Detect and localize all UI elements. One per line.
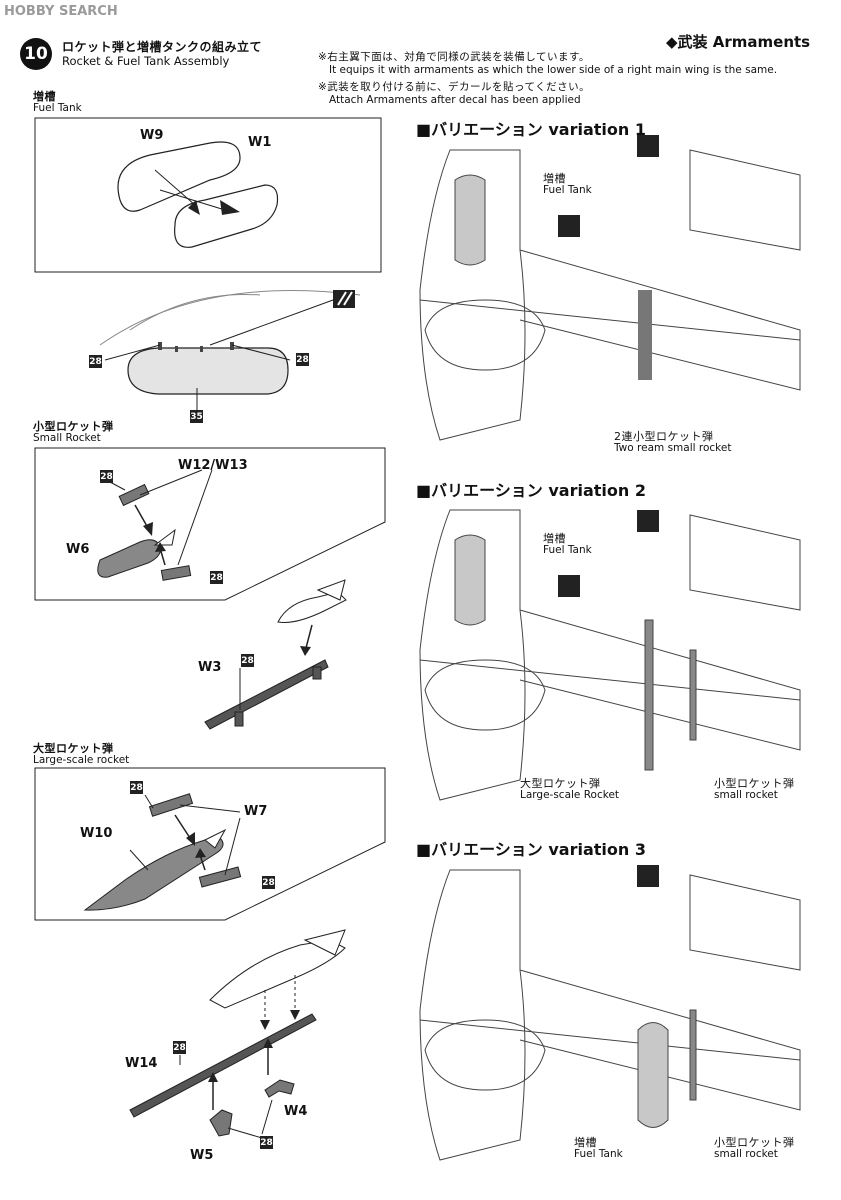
v2-small-rocket-en: small rocket — [714, 789, 778, 801]
watermark: HOBBY SEARCH — [4, 4, 118, 19]
decal-badge: 35 — [190, 410, 203, 423]
part-label-w10: W10 — [80, 826, 113, 841]
v2-fuel-tank-jp: 増槽 — [543, 532, 566, 545]
part-label-w9: W9 — [140, 128, 164, 143]
note-2-en: Attach Armaments after decal has been ap… — [329, 94, 581, 106]
v2-small-rocket-jp: 小型ロケット弾 — [714, 777, 795, 790]
part-label-w4: W4 — [284, 1104, 308, 1119]
note-1-jp: ※右主翼下面は、対角で同様の武装を装備しています。 — [318, 51, 590, 63]
fuel-tank-label-jp: 増槽 — [33, 90, 56, 103]
decal-badge: 28 — [262, 876, 275, 889]
part-label-w7: W7 — [244, 804, 268, 819]
decal-badge: 28 — [89, 355, 102, 368]
small-rocket-label-jp: 小型ロケット弾 — [33, 420, 114, 433]
variation-2-title: ■バリエーション variation 2 — [416, 481, 647, 500]
v3-small-rocket-en: small rocket — [714, 1148, 778, 1160]
part-label-w3: W3 — [198, 660, 222, 675]
wing-view-2 — [419, 509, 801, 801]
v1-fuel-tank-en: Fuel Tank — [543, 184, 592, 196]
wing-view-3 — [419, 869, 801, 1161]
small-rocket-label-en: Small Rocket — [33, 432, 101, 444]
step-title-en: Rocket & Fuel Tank Assembly — [62, 54, 230, 68]
part-label-w12-w13: W12/W13 — [178, 458, 248, 473]
fuel-tank-label-en: Fuel Tank — [33, 102, 82, 114]
large-rocket-label-jp: 大型ロケット弾 — [33, 742, 114, 755]
v3-fuel-tank-jp: 増槽 — [574, 1136, 597, 1149]
decal-badge: 28 — [241, 654, 254, 667]
part-label-w1: W1 — [248, 135, 272, 150]
variation-1-title: ■バリエーション variation 1 — [416, 120, 647, 139]
decal-badge: 28 — [210, 571, 223, 584]
v2-large-rocket-en: Large-scale Rocket — [520, 789, 620, 801]
wing-view-1 — [419, 149, 801, 441]
part-label-w14: W14 — [125, 1056, 158, 1071]
part-label-w6: W6 — [66, 542, 90, 557]
v1-two-ream-jp: 2連小型ロケット弾 — [614, 430, 714, 443]
decal-badge: 28 — [296, 353, 309, 366]
v3-fuel-tank-en: Fuel Tank — [574, 1148, 623, 1160]
v2-fuel-tank-en: Fuel Tank — [543, 544, 592, 556]
decal-badge: 28 — [173, 1041, 186, 1054]
v2-large-rocket-jp: 大型ロケット弾 — [520, 777, 601, 790]
part-label-w5: W5 — [190, 1148, 214, 1163]
note-1-en: It equips it with armaments as which the… — [329, 64, 778, 76]
v1-fuel-tank-jp: 増槽 — [543, 172, 566, 185]
v1-two-ream-en: Two ream small rocket — [614, 442, 732, 454]
decal-badge: 28 — [130, 781, 143, 794]
step-number-badge: 10 — [20, 38, 52, 70]
variation-3-title: ■バリエーション variation 3 — [416, 840, 647, 859]
armaments-heading: ◆武装 Armaments — [666, 33, 811, 51]
decal-badge: 28 — [100, 470, 113, 483]
note-2-jp: ※武装を取り付ける前に、デカールを貼ってください。 — [318, 81, 591, 93]
v3-small-rocket-jp: 小型ロケット弾 — [714, 1136, 795, 1149]
step-title-jp: ロケット弾と増槽タンクの組み立て — [62, 40, 263, 54]
large-rocket-label-en: Large-scale rocket — [33, 754, 130, 766]
decal-badge: 28 — [260, 1136, 273, 1149]
